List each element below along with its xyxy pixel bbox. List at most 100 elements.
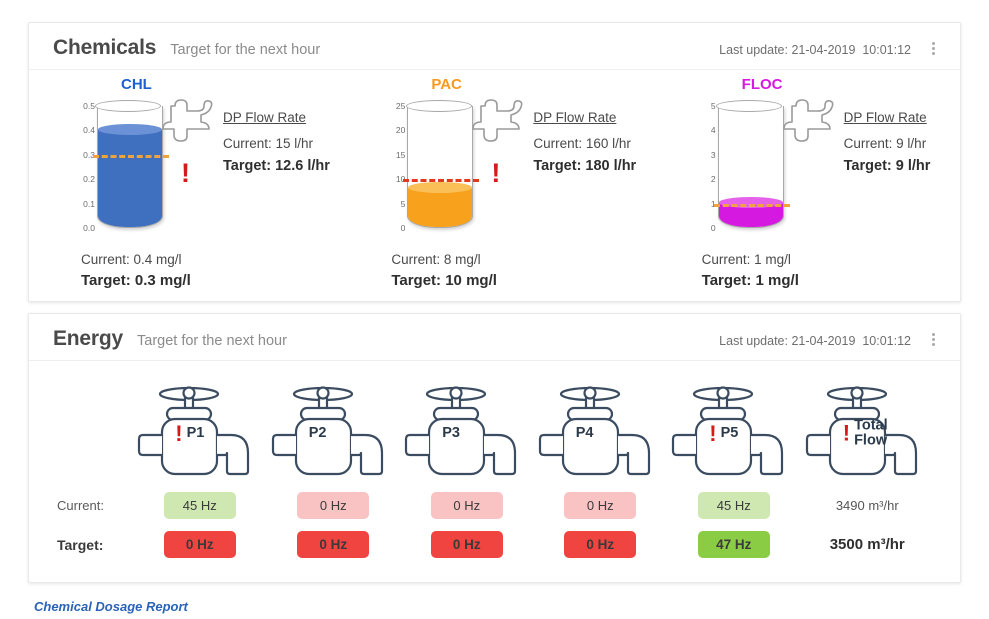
chemicals-subtitle: Target for the next hour xyxy=(170,42,321,58)
chemicals-card: Chemicals Target for the next hour Last … xyxy=(28,22,961,302)
tank-fill-surface xyxy=(718,197,783,209)
tank-vessel xyxy=(405,100,474,228)
pump-current-cell: 45 Hz xyxy=(667,486,801,525)
energy-card-header: Energy Target for the next hour Last upd… xyxy=(29,314,960,361)
faucet-icon xyxy=(782,99,834,142)
pump-label: ! P5 xyxy=(709,422,738,445)
pump-current-cell: 0 Hz xyxy=(400,486,534,525)
pump-target-value: 0 Hz xyxy=(430,531,503,558)
tank-scale-label: 2 xyxy=(710,173,716,184)
pump-target-cell: 0 Hz xyxy=(400,525,534,564)
energy-more-menu-icon[interactable] xyxy=(924,332,942,346)
pump-current-cell: 3490 m³/hr xyxy=(801,492,935,519)
tank-concentration-current: Current: 0.4 mg/l xyxy=(81,252,182,267)
dp-flow-current: Current: 160 l/hr xyxy=(533,136,631,151)
pump-current-value: 3490 m³/hr xyxy=(835,498,899,513)
chemicals-card-header: Chemicals Target for the next hour Last … xyxy=(29,23,960,70)
tank-concentration-current: Current: 8 mg/l xyxy=(391,252,481,267)
tank-name-label: PAC xyxy=(431,76,462,93)
pump-p2[interactable]: P2 xyxy=(267,381,401,486)
warning-icon: ! xyxy=(175,420,183,446)
energy-card: Energy Target for the next hour Last upd… xyxy=(28,313,961,583)
pump-label-text: P4 xyxy=(575,424,594,441)
pump-p5[interactable]: ! P5 xyxy=(667,381,801,486)
energy-last-update: Last update: 21-04-2019 10:01:12 xyxy=(719,334,911,348)
chemicals-title: Chemicals xyxy=(53,36,157,59)
dp-flow-target: Target: 9 l/hr xyxy=(843,158,931,174)
tank-vessel xyxy=(716,100,784,228)
dp-flow-target: Target: 12.6 l/hr xyxy=(223,158,330,174)
energy-title: Energy xyxy=(53,327,123,350)
dp-flow-rate-block: DP Flow Rate Current: 9 l/hr Target: 9 l… xyxy=(844,98,931,174)
pump-label: ! P1 xyxy=(175,420,204,446)
warning-icon: ! xyxy=(181,158,190,188)
pump-current-value: 45 Hz xyxy=(697,492,770,519)
tank-scale-label: 0 xyxy=(710,222,716,233)
tank-scale-label: 0.5 xyxy=(83,100,95,111)
tank-concentration-target: Target: 0.3 mg/l xyxy=(81,272,191,289)
pump-label-text: P3 xyxy=(442,424,460,441)
tank-scale-label: 20 xyxy=(395,125,406,136)
energy-body: ! P1 P2 xyxy=(29,361,960,582)
chemicals-last-update: Last update: 21-04-2019 10:01:12 xyxy=(719,43,911,57)
tank-concentration-target: Target: 10 mg/l xyxy=(391,272,497,289)
pump-valve-icon xyxy=(138,386,250,476)
tank-scale-label: 25 xyxy=(395,100,406,111)
pump-target-cell: 0 Hz xyxy=(133,525,267,564)
faucet-icon xyxy=(472,99,523,142)
tank-scale-label: 0.1 xyxy=(83,198,95,209)
dp-flow-rate-title: DP Flow Rate xyxy=(843,110,927,125)
pump-label-text: P2 xyxy=(308,424,327,441)
pump-label: P2 xyxy=(308,424,327,442)
tank-scale-label: 4 xyxy=(710,125,716,136)
pump-current-value: 0 Hz xyxy=(564,492,637,519)
pump-target-cell: 47 Hz xyxy=(667,525,801,564)
warning-icon: ! xyxy=(491,158,501,188)
tank-concentration-block: Current: 0.4 mg/l Target: 0.3 mg/l xyxy=(81,252,339,289)
chemical-dosage-report-link[interactable]: Chemical Dosage Report xyxy=(34,599,188,614)
pump-current-value: 45 Hz xyxy=(163,492,236,519)
faucet-icon xyxy=(162,99,213,142)
pump-current-cell: 45 Hz xyxy=(133,486,267,525)
dp-flow-rate-title: DP Flow Rate xyxy=(223,110,307,125)
tank-vessel xyxy=(95,100,163,228)
tank-target-line xyxy=(713,203,790,207)
tank-scale-label: 5 xyxy=(400,198,406,209)
tank-scale-label: 10 xyxy=(395,173,406,184)
tank-rim xyxy=(716,100,783,112)
pump-p1[interactable]: ! P1 xyxy=(133,381,267,486)
warning-icon: ! xyxy=(842,420,851,446)
tank-fill-level xyxy=(98,123,162,227)
target-row-label: Target: xyxy=(57,536,104,553)
tank-faucet xyxy=(778,98,836,149)
tank-scale-label: 0.3 xyxy=(83,149,95,160)
pump-valve-icon xyxy=(271,386,383,476)
pump-current-value: 0 Hz xyxy=(430,492,503,519)
tank-fill-surface xyxy=(408,182,473,194)
pump-valve-icon xyxy=(405,386,517,476)
tank-faucet xyxy=(467,98,525,149)
pump-target-value: 0 Hz xyxy=(297,531,370,558)
tank-target-line xyxy=(403,179,480,183)
pump-valve-icon xyxy=(805,386,917,476)
dp-flow-current: Current: 9 l/hr xyxy=(843,136,927,151)
pump-p4[interactable]: P4 xyxy=(534,381,668,486)
pump-p3[interactable]: P3 xyxy=(400,381,534,486)
chemicals-more-menu-icon[interactable] xyxy=(924,41,942,55)
pump-target-value: 0 Hz xyxy=(163,531,236,558)
tank-concentration-current: Current: 1 mg/l xyxy=(701,252,791,267)
dp-flow-rate-block: DP Flow Rate Current: 160 l/hr Target: 1… xyxy=(533,98,636,174)
